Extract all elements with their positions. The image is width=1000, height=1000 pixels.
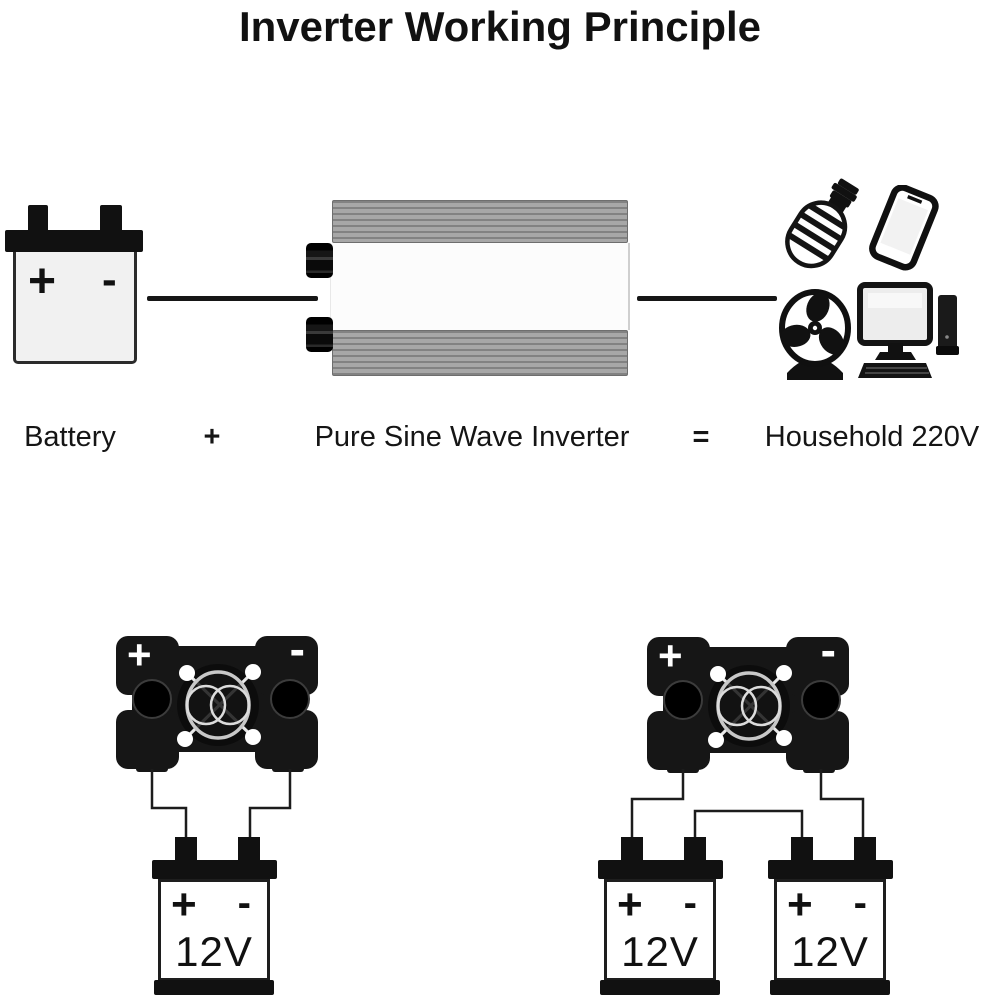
wiring-lines	[150, 769, 865, 839]
inverter-positive-label: +	[658, 632, 683, 679]
fan-icon	[779, 289, 851, 380]
desktop-computer-icon	[857, 282, 959, 378]
battery-body: + - 12V	[158, 879, 270, 981]
battery-positive-label: +	[28, 255, 57, 308]
dc-terminal-negative	[801, 680, 841, 720]
battery-cap	[152, 860, 277, 879]
battery-base	[770, 980, 890, 995]
battery-cap	[598, 860, 723, 879]
battery-negative-label: -	[237, 881, 251, 925]
battery-negative-label: -	[683, 881, 697, 925]
battery-body: + - 12V	[604, 879, 716, 981]
dc-terminal-positive	[663, 680, 703, 720]
pc-tower-icon	[936, 295, 959, 355]
inverter-terminal-post	[306, 243, 333, 278]
battery-voltage-label: 12V	[621, 928, 699, 975]
battery-12v-icon: + - 12V	[152, 835, 277, 995]
battery-negative-label: -	[102, 255, 117, 304]
page-title: Inverter Working Principle	[238, 3, 762, 50]
equation-inverter-label: Pure Sine Wave Inverter	[314, 421, 630, 453]
dc-terminal-positive	[132, 679, 172, 719]
battery-terminal-post	[684, 837, 706, 863]
inverter-heatsink-bottom	[332, 330, 628, 376]
wire-inverter-to-appliances	[637, 296, 777, 301]
battery-icon: + -	[5, 205, 145, 365]
battery-terminal-post	[854, 837, 876, 863]
cfl-bulb-icon	[780, 178, 859, 269]
battery-body: + -	[13, 252, 137, 364]
battery-terminal-post	[100, 205, 122, 235]
smartphone-icon	[869, 185, 939, 271]
inverter-top-view-icon: + -	[114, 626, 320, 773]
battery-12v-icon: + - 12V	[598, 835, 723, 995]
equation-household-label: Household 220V	[764, 421, 980, 453]
battery-base	[154, 980, 274, 995]
equation-battery-label: Battery	[24, 421, 116, 453]
battery-terminal-post	[621, 837, 643, 863]
battery-terminal-post	[238, 837, 260, 863]
inverter-terminal-post	[306, 317, 333, 352]
equation-equals-sign: =	[692, 421, 710, 453]
battery-cap	[768, 860, 893, 879]
inverter-top-view-icon: + -	[645, 627, 851, 774]
battery-cap	[5, 230, 143, 252]
inverter-side-icon	[306, 198, 636, 380]
battery-base	[600, 980, 720, 995]
battery-positive-label: +	[617, 880, 643, 929]
battery-negative-label: -	[853, 881, 867, 925]
battery-voltage-label: 12V	[791, 928, 869, 975]
dc-terminal-negative	[270, 679, 310, 719]
battery-terminal-post	[28, 205, 48, 235]
wire-battery-to-inverter	[147, 296, 318, 301]
battery-positive-label: +	[787, 880, 813, 929]
inverter-negative-label: -	[289, 623, 305, 675]
inverter-negative-label: -	[820, 624, 836, 676]
battery-body: + - 12V	[774, 879, 886, 981]
battery-positive-label: +	[171, 880, 197, 929]
inverter-heatsink-top	[332, 200, 628, 243]
household-appliances-group	[770, 170, 1000, 390]
fan-grille-icon	[185, 670, 251, 740]
fan-grille-icon	[716, 671, 782, 741]
battery-terminal-post	[791, 837, 813, 863]
battery-voltage-label: 12V	[175, 928, 253, 975]
battery-terminal-post	[175, 837, 197, 863]
equation-plus-sign: +	[203, 421, 221, 453]
inverter-positive-label: +	[127, 631, 152, 678]
battery-12v-icon: + - 12V	[768, 835, 893, 995]
inverter-body	[330, 243, 630, 330]
